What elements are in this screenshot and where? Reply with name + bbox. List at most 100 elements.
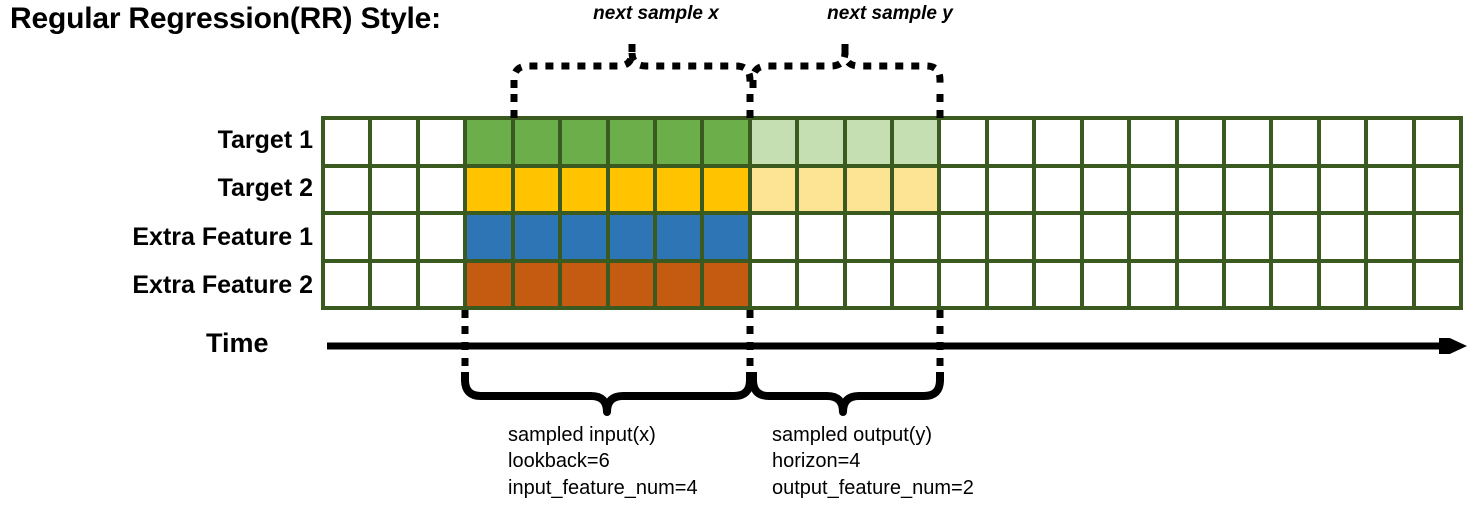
grid-cell-empty [419, 215, 464, 259]
grid-cell-empty [1273, 120, 1317, 164]
grid-cell-empty [1036, 167, 1080, 211]
grid-cell-empty [1036, 120, 1080, 164]
page-title: Regular Regression(RR) Style: [10, 2, 441, 35]
grid-cell-input [467, 262, 511, 306]
grid-cell-input [514, 167, 559, 211]
grid-cell-empty [894, 262, 938, 306]
grid-cell-empty [1178, 215, 1222, 259]
grid-cell-empty [1083, 215, 1128, 259]
grid-cell-empty [941, 167, 985, 211]
grid-cell-empty [1320, 120, 1365, 164]
grid-cell-empty [988, 262, 1033, 306]
grid-cell-empty [1131, 262, 1175, 306]
grid-cell-output [846, 120, 890, 164]
grid-cell-empty [1178, 262, 1222, 306]
grid-cell-output [894, 120, 938, 164]
grid-cell-empty [325, 215, 369, 259]
grid-cell-empty [1131, 167, 1175, 211]
row-label-extra-feature-1: Extra Feature 1 [132, 223, 313, 251]
grid-cell-empty [1273, 262, 1317, 306]
grid-cell-input [562, 167, 606, 211]
grid-cell-empty [1178, 167, 1222, 211]
grid-cell-output [894, 167, 938, 211]
grid-cell-empty [799, 262, 843, 306]
grid-cell-input [656, 215, 701, 259]
grid-cell-empty [1273, 167, 1317, 211]
grid-cell-empty [1225, 215, 1270, 259]
grid-cell-empty [1320, 167, 1365, 211]
row-label-extra-feature-2: Extra Feature 2 [132, 271, 313, 299]
grid-cell-empty [799, 215, 843, 259]
grid-cell-input [467, 167, 511, 211]
grid-cell-empty [419, 120, 464, 164]
grid-cell-empty [1368, 215, 1412, 259]
grid-cell-empty [1225, 120, 1270, 164]
grid-cell-input [609, 120, 653, 164]
grid-cell-input [704, 167, 748, 211]
grid-cell-empty [894, 215, 938, 259]
grid-cell-input [562, 262, 606, 306]
grid-cell-empty [1131, 120, 1175, 164]
grid-cell-empty [1083, 120, 1128, 164]
grid-cell-empty [372, 262, 416, 306]
grid-cell-empty [1083, 167, 1128, 211]
grid-cell-empty [1225, 262, 1270, 306]
brace-sampled-output [749, 372, 944, 416]
grid-cell-empty [1415, 215, 1459, 259]
row-label-target-1: Target 1 [217, 126, 313, 154]
grid-cell-output [799, 167, 843, 211]
grid-cell-empty [419, 167, 464, 211]
row-label-target-2: Target 2 [217, 174, 313, 202]
grid-cell-empty [1368, 262, 1412, 306]
grid-cell-empty [941, 120, 985, 164]
grid-cell-empty [1415, 167, 1459, 211]
time-axis-arrow [327, 338, 1467, 354]
grid-cell-empty [1178, 120, 1222, 164]
grid-cell-input [514, 215, 559, 259]
grid-cell-empty [846, 262, 890, 306]
grid-cell-empty [988, 167, 1033, 211]
grid-cell-input [562, 120, 606, 164]
grid-cell-empty [941, 262, 985, 306]
grid-cell-empty [325, 120, 369, 164]
grid-cell-empty [1036, 215, 1080, 259]
grid-cell-empty [1368, 120, 1412, 164]
grid-cell-empty [1415, 262, 1459, 306]
next-sample-y-label: next sample y [827, 3, 953, 24]
grid-cell-input [609, 215, 653, 259]
next-sample-x-label: next sample x [593, 3, 719, 24]
grid-cell-input [656, 167, 701, 211]
grid-cell-input [704, 262, 748, 306]
caption-sampled-input: sampled input(x) lookback=6 input_featur… [508, 424, 698, 499]
grid-cell-input [656, 120, 701, 164]
time-axis-label: Time [206, 328, 269, 358]
grid-cell-empty [1273, 215, 1317, 259]
grid-cell-empty [325, 167, 369, 211]
grid-cell-empty [751, 262, 796, 306]
grid-cell-input [609, 262, 653, 306]
grid-cell-empty [1225, 167, 1270, 211]
grid-cell-input [562, 215, 606, 259]
grid-cell-empty [1036, 262, 1080, 306]
grid-cell-input [609, 167, 653, 211]
grid-cell-empty [372, 215, 416, 259]
brace-next-sample-x [510, 40, 754, 88]
grid-cell-input [467, 215, 511, 259]
caption-sampled-output: sampled output(y) horizon=4 output_featu… [772, 424, 974, 499]
grid-cell-empty [1320, 262, 1365, 306]
grid-cell-output [751, 120, 796, 164]
grid-cell-output [846, 167, 890, 211]
grid-cell-empty [846, 215, 890, 259]
grid-cell-empty [1320, 215, 1365, 259]
grid-cell-input [704, 215, 748, 259]
grid-cell-output [751, 167, 796, 211]
grid-cell-empty [372, 120, 416, 164]
grid-cell-empty [419, 262, 464, 306]
grid-cell-input [514, 120, 559, 164]
grid-cell-empty [325, 262, 369, 306]
grid-cell-empty [988, 120, 1033, 164]
grid-cell-empty [1131, 215, 1175, 259]
grid-cell-input [704, 120, 748, 164]
brace-sampled-input [461, 372, 754, 416]
